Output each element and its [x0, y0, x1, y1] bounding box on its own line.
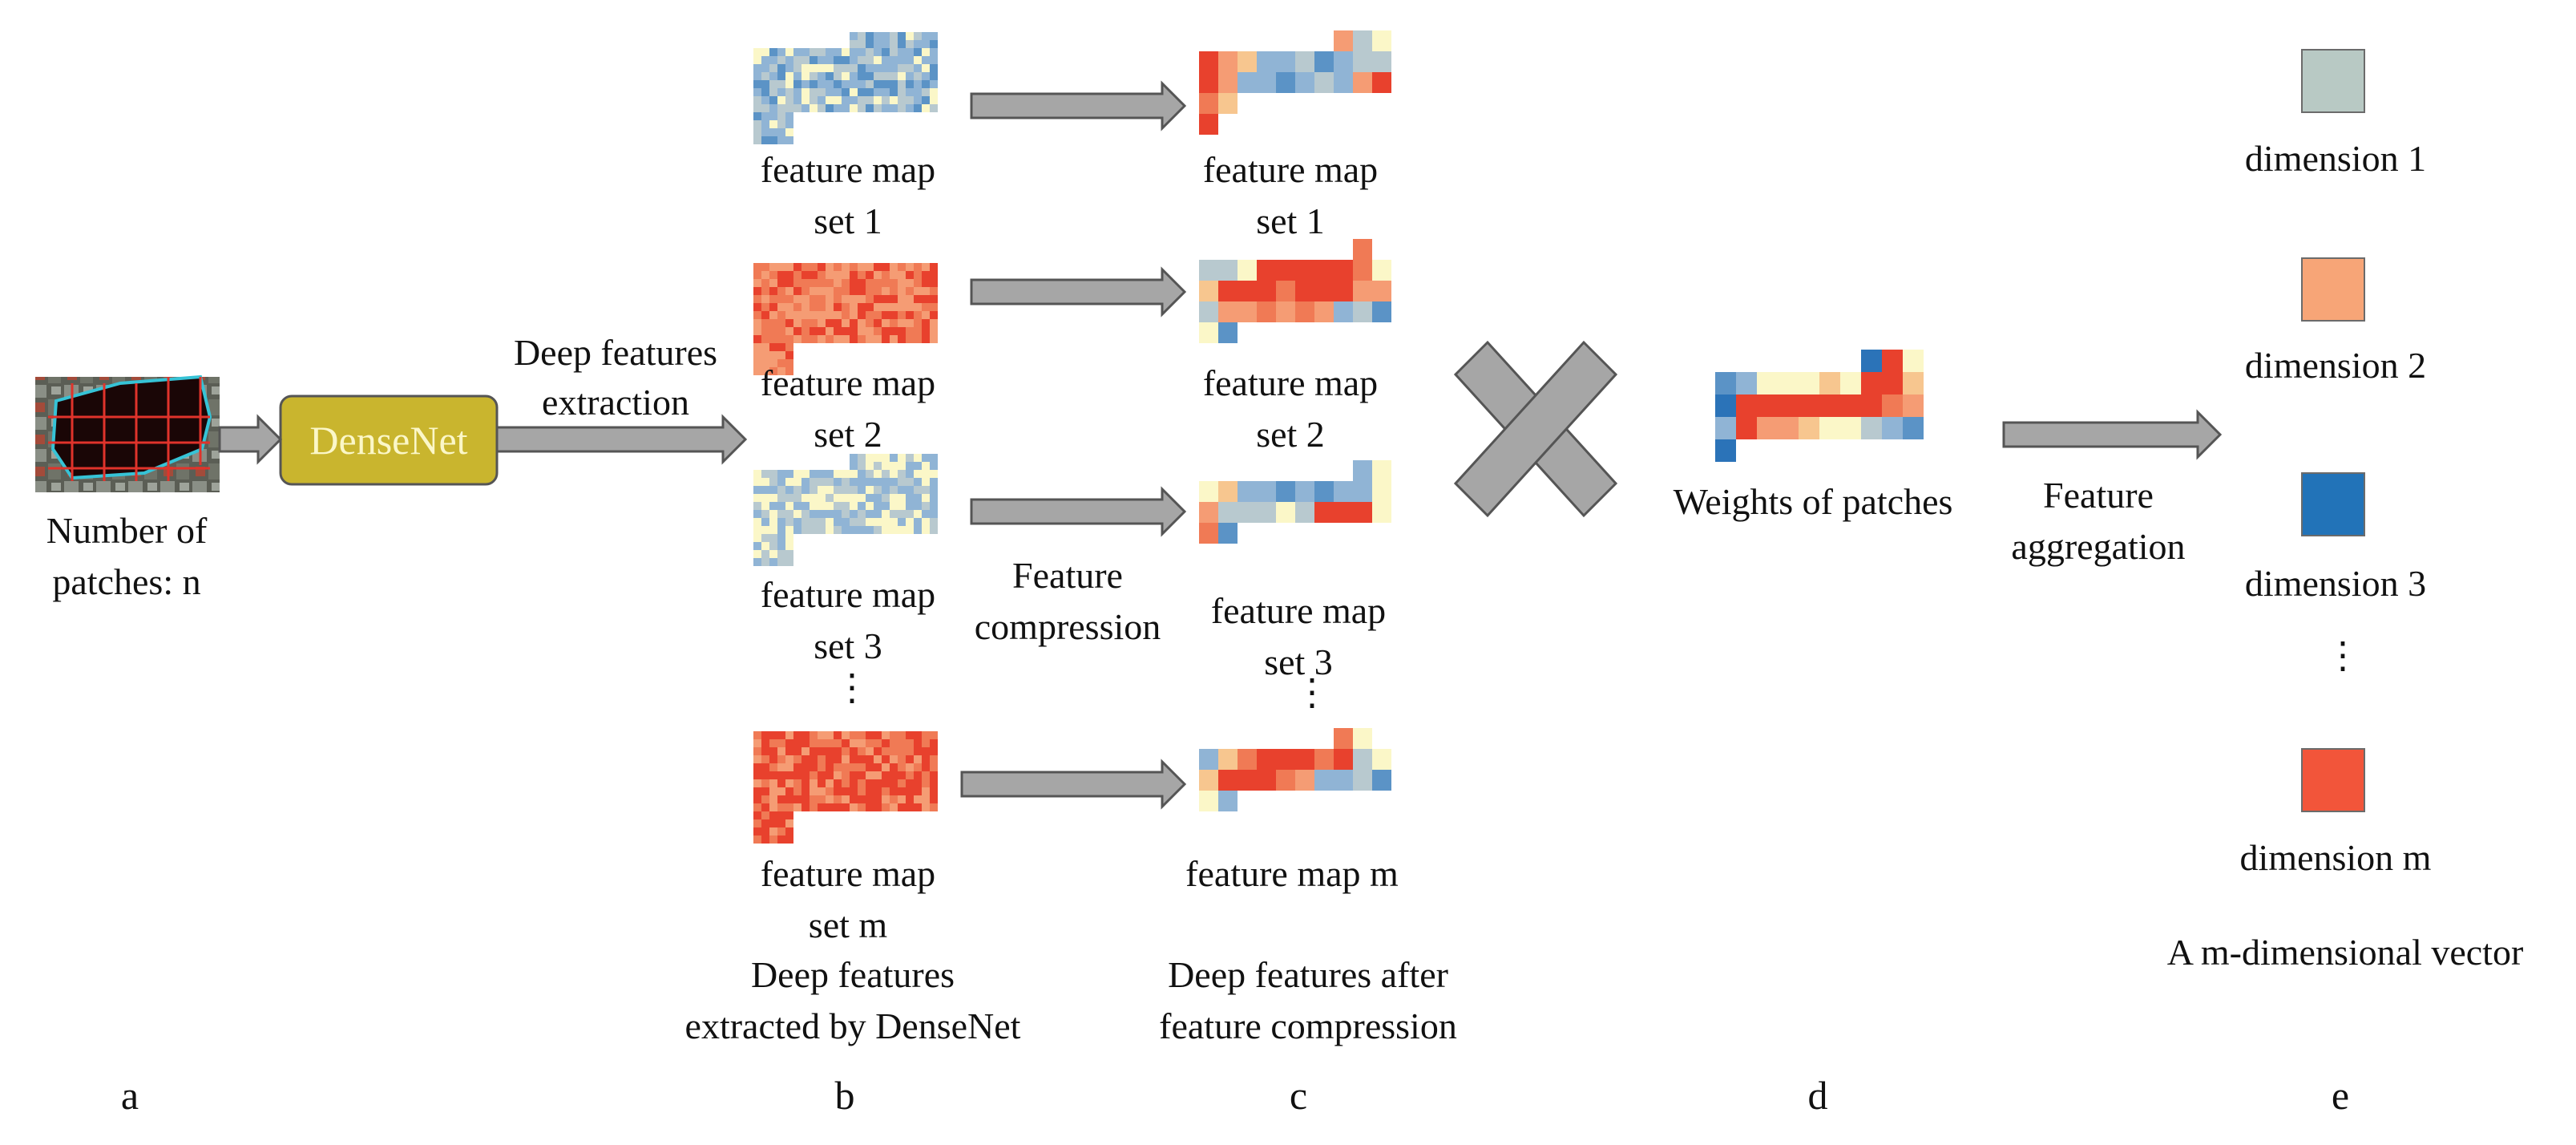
- panel-c-feature-map-3: [1199, 460, 1391, 544]
- section-letter-e: e: [2331, 1073, 2350, 1118]
- section-letter-a: a: [120, 1073, 139, 1118]
- panel-b-ellipsis: ⋮: [834, 667, 870, 708]
- arrow-3: [970, 80, 1187, 131]
- extraction-label-line2: extraction: [542, 382, 689, 423]
- dimension-square-1: [2301, 49, 2365, 113]
- panel-c-footer-line1: Deep features after: [1168, 954, 1448, 995]
- dimension-square-2: [2301, 257, 2365, 322]
- arrow-6: [960, 759, 1187, 810]
- panel-c-feature-map-4: [1199, 728, 1391, 811]
- panel-b-feature-map-4: [753, 731, 938, 844]
- arrow-7: [2002, 409, 2223, 460]
- panel-c-feature-map-2: [1199, 239, 1391, 343]
- arrow-4: [970, 266, 1187, 318]
- panel-e-ellipsis: ⋮: [2324, 635, 2361, 676]
- aggregation-label-line2: aggregation: [2011, 526, 2186, 567]
- panel-c-map2-caption-line2: set 2: [1256, 414, 1325, 455]
- panel-c-map4-caption: feature map m: [1185, 853, 1399, 894]
- panel-b-map4-caption-line2: set m: [808, 904, 888, 945]
- panel-c-map3-caption-line1: feature map: [1210, 590, 1387, 631]
- section-letter-c: c: [1289, 1073, 1308, 1118]
- dimension-1-label: dimension 1: [2244, 138, 2427, 179]
- panel-c-map1-caption-line1: feature map: [1202, 149, 1379, 190]
- panel-b-map4-caption-line1: feature map: [760, 853, 936, 894]
- dimension-2-label: dimension 2: [2244, 345, 2427, 386]
- dimension-square-4: [2301, 748, 2365, 812]
- dimension-3-label: dimension 3: [2244, 563, 2427, 604]
- dimension-m-label: dimension m: [2239, 837, 2432, 878]
- panel-a-caption-line2: patches: n: [52, 561, 201, 602]
- section-letter-b: b: [834, 1073, 855, 1118]
- multiply-icon: [1453, 340, 1618, 518]
- satellite-image: [35, 374, 220, 492]
- panel-b-footer-line1: Deep features: [750, 954, 955, 995]
- panel-b-map3-caption-line2: set 3: [814, 625, 882, 666]
- panel-c-feature-map-1: [1199, 30, 1391, 135]
- panel-b-feature-map-3: [753, 454, 938, 566]
- panel-a-caption-line1: Number of: [46, 510, 208, 551]
- panel-b-map1-caption-line2: set 1: [814, 200, 882, 241]
- panel-b-feature-map-2: [753, 263, 938, 375]
- panel-b-map1-caption-line1: feature map: [760, 149, 936, 190]
- dimension-squares: [2301, 49, 2365, 812]
- panel-b-feature-map-1: [753, 32, 938, 144]
- panel-d-caption: Weights of patches: [1673, 481, 1953, 522]
- panel-b-map2-caption-line2: set 2: [814, 414, 882, 455]
- arrow-2: [495, 414, 748, 465]
- panel-b-map2-caption-line1: feature map: [760, 362, 936, 403]
- heatmaps: [753, 30, 1924, 844]
- panel-c-map3-caption-line2: set 3: [1264, 641, 1333, 682]
- arrows: [218, 80, 2223, 810]
- compression-label-line2: compression: [974, 606, 1161, 647]
- panel-c-ellipsis: ⋮: [1294, 672, 1330, 713]
- section-letter-d: d: [1807, 1073, 1828, 1118]
- dimension-square-3: [2301, 472, 2365, 536]
- panel-b-footer-line2: extracted by DenseNet: [684, 1005, 1021, 1046]
- panel-c-map1-caption-line2: set 1: [1256, 200, 1325, 241]
- panel-b-map3-caption-line1: feature map: [760, 574, 936, 615]
- densenet-label: DenseNet: [309, 418, 468, 463]
- panel-c-footer-line2: feature compression: [1159, 1005, 1457, 1046]
- extraction-label-line1: Deep features: [513, 332, 718, 373]
- weights-of-patches-map: [1715, 350, 1924, 462]
- arrow-5: [970, 486, 1187, 537]
- aggregation-label-line1: Feature: [2043, 475, 2154, 516]
- compression-label-line1: Feature: [1012, 555, 1123, 596]
- panel-c-map2-caption-line1: feature map: [1202, 362, 1379, 403]
- panel-e-footer: A m-dimensional vector: [2166, 932, 2524, 973]
- arrow-1: [218, 414, 283, 465]
